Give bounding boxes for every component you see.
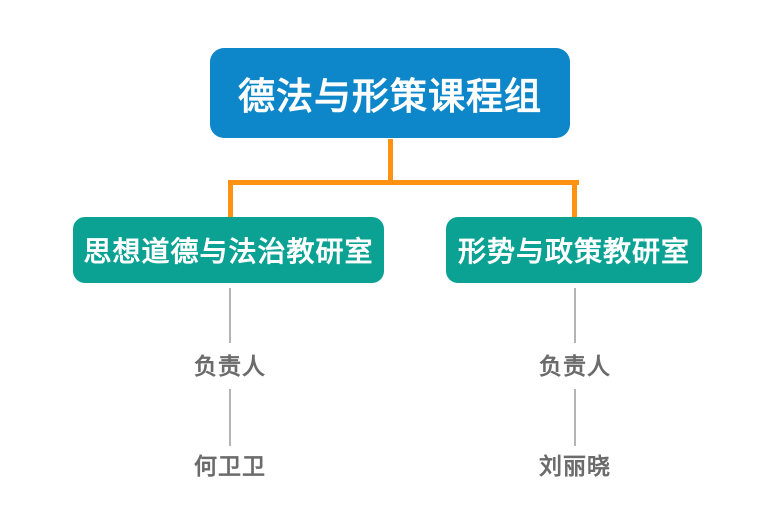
branch-node-left: 思想道德与法治教研室 xyxy=(73,217,384,283)
detail-line-right-upper xyxy=(574,288,576,343)
connector-horizontal xyxy=(228,180,579,185)
root-node: 德法与形策课程组 xyxy=(210,48,570,138)
person-name-left: 何卫卫 xyxy=(194,453,266,479)
connector-stem xyxy=(388,139,393,185)
detail-line-left-lower xyxy=(229,389,231,446)
role-label-right: 负责人 xyxy=(539,353,611,379)
branch-node-right: 形势与政策教研室 xyxy=(446,217,702,283)
connector-drop-right xyxy=(572,180,577,218)
role-label-left: 负责人 xyxy=(194,353,266,379)
branch-node-right-label: 形势与政策教研室 xyxy=(457,236,690,267)
person-name-right: 刘丽晓 xyxy=(539,453,611,479)
branch-node-left-label: 思想道德与法治教研室 xyxy=(83,236,374,267)
root-node-label: 德法与形策课程组 xyxy=(238,76,542,117)
detail-line-left-upper xyxy=(229,288,231,343)
detail-line-right-lower xyxy=(574,389,576,446)
connector-drop-left xyxy=(228,180,233,218)
